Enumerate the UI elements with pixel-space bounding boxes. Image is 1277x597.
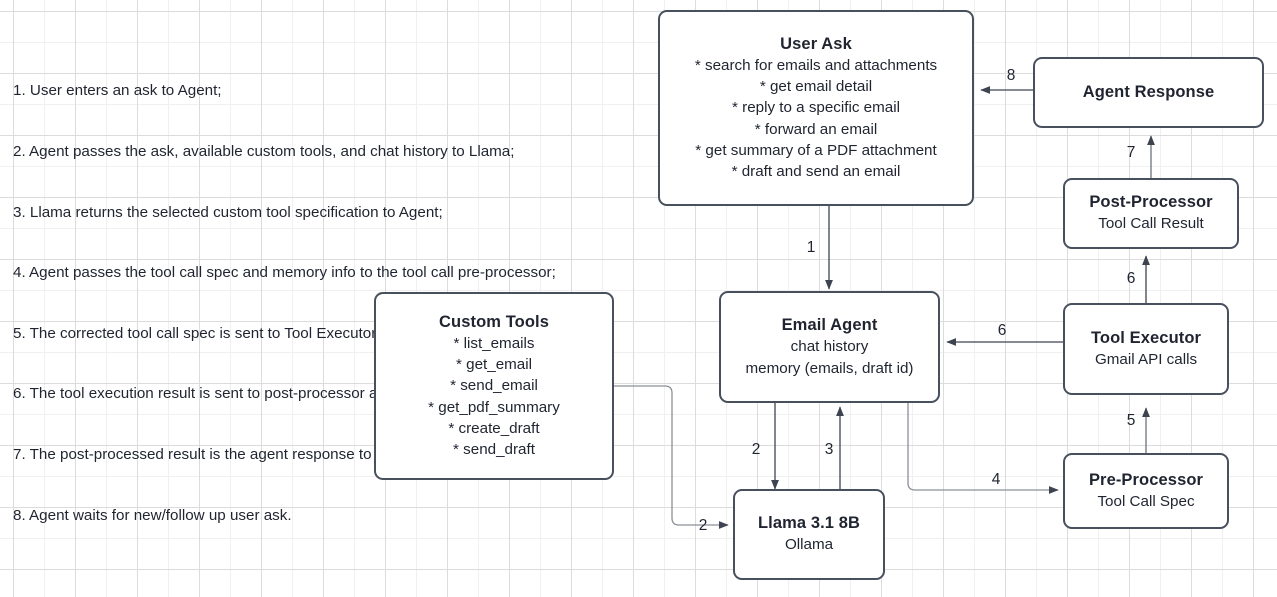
node-post-processor-subtitle: Tool Call Result	[1098, 215, 1204, 233]
node-llama-subtitle: Ollama	[784, 536, 834, 554]
node-llama[interactable]: Llama 3.1 8B Ollama	[733, 489, 885, 580]
node-post-processor-title: Post-Processor	[1089, 193, 1213, 212]
user-ask-item-6: * draft and send an email	[731, 163, 901, 181]
custom-tool-item-4: * get_pdf_summary	[428, 398, 560, 416]
edge-label-6a: 6	[1126, 270, 1136, 287]
edge-label-8: 8	[1006, 67, 1016, 84]
node-email-agent-subtitle-2: memory (emails, draft id)	[745, 359, 914, 377]
edge-label-1: 1	[806, 239, 816, 256]
custom-tool-item-5: * create_draft	[448, 419, 540, 437]
node-user-ask-title: User Ask	[780, 34, 852, 53]
node-email-agent[interactable]: Email Agent chat history memory (emails,…	[719, 291, 940, 403]
custom-tool-item-6: * send_draft	[453, 441, 535, 459]
user-ask-item-2: * get email detail	[759, 77, 873, 95]
edge-label-4: 4	[991, 471, 1001, 488]
edge-label-2a: 2	[751, 441, 761, 458]
user-ask-item-5: * get summary of a PDF attachment	[695, 141, 937, 159]
legend-line-3: 3. Llama returns the selected custom too…	[13, 203, 443, 221]
node-pre-processor-subtitle: Tool Call Spec	[1097, 492, 1195, 510]
custom-tool-item-3: * send_email	[450, 377, 538, 395]
node-pre-processor[interactable]: Pre-Processor Tool Call Spec	[1063, 453, 1229, 529]
node-pre-processor-title: Pre-Processor	[1088, 470, 1204, 489]
edge-label-2b: 2	[698, 517, 708, 534]
edge-label-5: 5	[1126, 412, 1136, 429]
node-email-agent-subtitle-1: chat history	[790, 338, 869, 356]
node-tool-executor-subtitle: Gmail API calls	[1094, 350, 1198, 368]
node-agent-response-title: Agent Response	[1082, 83, 1215, 101]
legend-line-1: 1. User enters an ask to Agent;	[13, 82, 222, 100]
user-ask-item-4: * forward an email	[754, 120, 878, 138]
node-custom-tools-title: Custom Tools	[439, 312, 549, 331]
node-user-ask[interactable]: User Ask * search for emails and attachm…	[658, 10, 974, 206]
edge-label-6b: 6	[997, 322, 1007, 339]
node-llama-title: Llama 3.1 8B	[757, 514, 861, 533]
node-email-agent-title: Email Agent	[781, 316, 878, 335]
legend-line-8: 8. Agent waits for new/follow up user as…	[13, 506, 292, 524]
custom-tool-item-1: * list_emails	[453, 334, 535, 352]
node-post-processor[interactable]: Post-Processor Tool Call Result	[1063, 178, 1239, 249]
legend-line-4: 4. Agent passes the tool call spec and m…	[13, 264, 556, 282]
node-custom-tools-items: * list_emails * get_email * send_email *…	[428, 333, 560, 461]
node-user-ask-items: * search for emails and attachments * ge…	[695, 55, 937, 183]
custom-tool-item-2: * get_email	[456, 355, 532, 373]
node-tool-executor-title: Tool Executor	[1090, 328, 1202, 347]
edge-label-7: 7	[1126, 144, 1136, 161]
node-custom-tools[interactable]: Custom Tools * list_emails * get_email *…	[374, 292, 614, 480]
edge-4	[907, 403, 1059, 494]
user-ask-item-3: * reply to a specific email	[732, 99, 900, 117]
edge-label-3: 3	[824, 441, 834, 458]
node-tool-executor[interactable]: Tool Executor Gmail API calls	[1063, 303, 1229, 395]
user-ask-item-1: * search for emails and attachments	[694, 56, 938, 74]
node-agent-response[interactable]: Agent Response	[1033, 57, 1264, 128]
legend-line-2: 2. Agent passes the ask, available custo…	[13, 143, 515, 161]
